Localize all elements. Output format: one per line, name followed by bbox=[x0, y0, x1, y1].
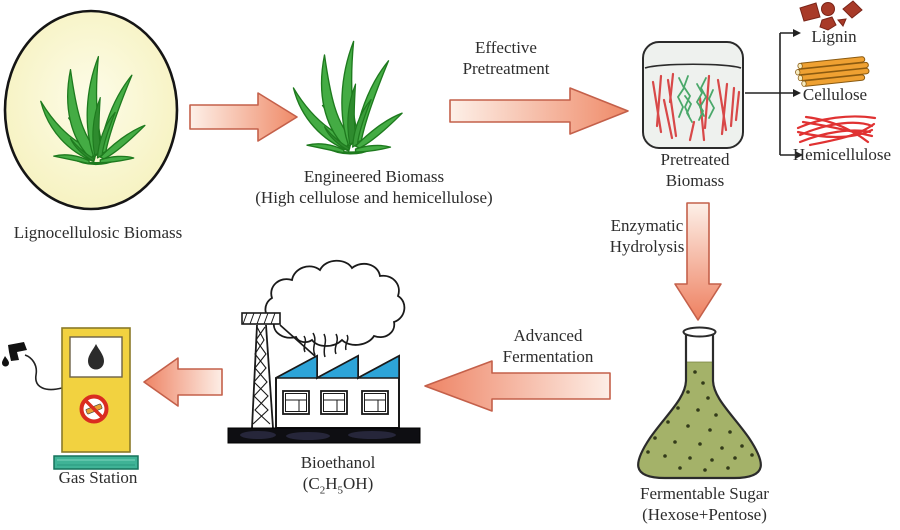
formula-sub2: 5 bbox=[337, 484, 344, 497]
cellulose-icon bbox=[795, 56, 870, 87]
lignin-icon bbox=[799, 0, 863, 31]
smoke-cloud bbox=[264, 259, 406, 347]
fermentable-line1: Fermentable Sugar bbox=[640, 484, 769, 503]
fuel-drop-icon bbox=[88, 344, 104, 370]
fermentation-arrow-icon bbox=[424, 360, 611, 412]
roof-panels bbox=[275, 354, 400, 379]
engineered-label: Engineered Biomass (High cellulose and h… bbox=[243, 166, 505, 208]
bioethanol-line1: Bioethanol bbox=[300, 453, 376, 472]
hydrolysis-line2: Hydrolysis bbox=[609, 237, 685, 256]
pretreatment-arrow-icon bbox=[449, 87, 629, 135]
cellulose-label: Cellulose bbox=[802, 85, 868, 104]
fermentation-arrow-label: Advanced Fermentation bbox=[489, 325, 607, 367]
factory-icon bbox=[227, 259, 421, 444]
fermentation-line1: Advanced bbox=[513, 326, 583, 345]
lignocellulosic-label: Lignocellulosic Biomass bbox=[13, 223, 183, 242]
formula-sub1: 2 bbox=[319, 484, 326, 497]
pretreatment-line2: Pretreatment bbox=[462, 59, 550, 78]
green-strands bbox=[676, 75, 716, 123]
factory-windows bbox=[282, 390, 389, 415]
red-strands bbox=[651, 72, 741, 142]
pretreated-line1: Pretreated bbox=[660, 150, 730, 169]
engineered-label-line1: Engineered Biomass bbox=[303, 167, 445, 186]
beaker-icon bbox=[642, 41, 744, 149]
pretreatment-arrow-label: Effective Pretreatment bbox=[441, 37, 571, 79]
no-smoking-icon bbox=[79, 394, 109, 424]
hemicellulose-label: Hemicellulose bbox=[792, 145, 892, 164]
formula-p1: (C bbox=[302, 474, 320, 493]
lignocellulosic-biomass-node bbox=[3, 9, 179, 211]
engineered-grass-icon bbox=[292, 40, 403, 155]
nozzle-icon bbox=[8, 342, 27, 361]
hemicellulose-icon bbox=[796, 115, 877, 147]
pretreatment-line1: Effective bbox=[475, 38, 537, 57]
fermentation-line2: Fermentation bbox=[502, 347, 594, 366]
chimney-tower bbox=[241, 312, 317, 429]
hydrolysis-arrow-label: Enzymatic Hydrolysis bbox=[596, 215, 698, 257]
arrow-right-icon bbox=[189, 92, 298, 142]
engineered-label-line2: (High cellulose and hemicellulose) bbox=[255, 188, 493, 207]
hydrolysis-line1: Enzymatic bbox=[610, 216, 684, 235]
gas-arrow-icon bbox=[143, 357, 223, 407]
formula-p2: H bbox=[325, 474, 338, 493]
flask-icon bbox=[637, 326, 762, 480]
gas-pump-icon bbox=[2, 327, 139, 470]
fermentable-sugar-label: Fermentable Sugar (Hexose+Pentose) bbox=[622, 483, 787, 525]
hydrolysis-arrow-icon bbox=[674, 202, 722, 321]
pretreated-label: Pretreated Biomass bbox=[644, 149, 746, 191]
formula-p3: OH) bbox=[343, 474, 374, 493]
flask-dots bbox=[646, 370, 754, 472]
gas-station-label: Gas Station bbox=[58, 468, 138, 487]
branch-bracket bbox=[745, 29, 803, 159]
lignin-label: Lignin bbox=[811, 27, 857, 46]
fermentable-line2: (Hexose+Pentose) bbox=[642, 505, 767, 524]
pretreated-line2: Biomass bbox=[665, 171, 725, 190]
bioethanol-formula: (C2H5OH) bbox=[268, 473, 408, 497]
bioethanol-label: Bioethanol (C2H5OH) bbox=[268, 452, 408, 497]
smoke-wisps bbox=[303, 332, 349, 358]
